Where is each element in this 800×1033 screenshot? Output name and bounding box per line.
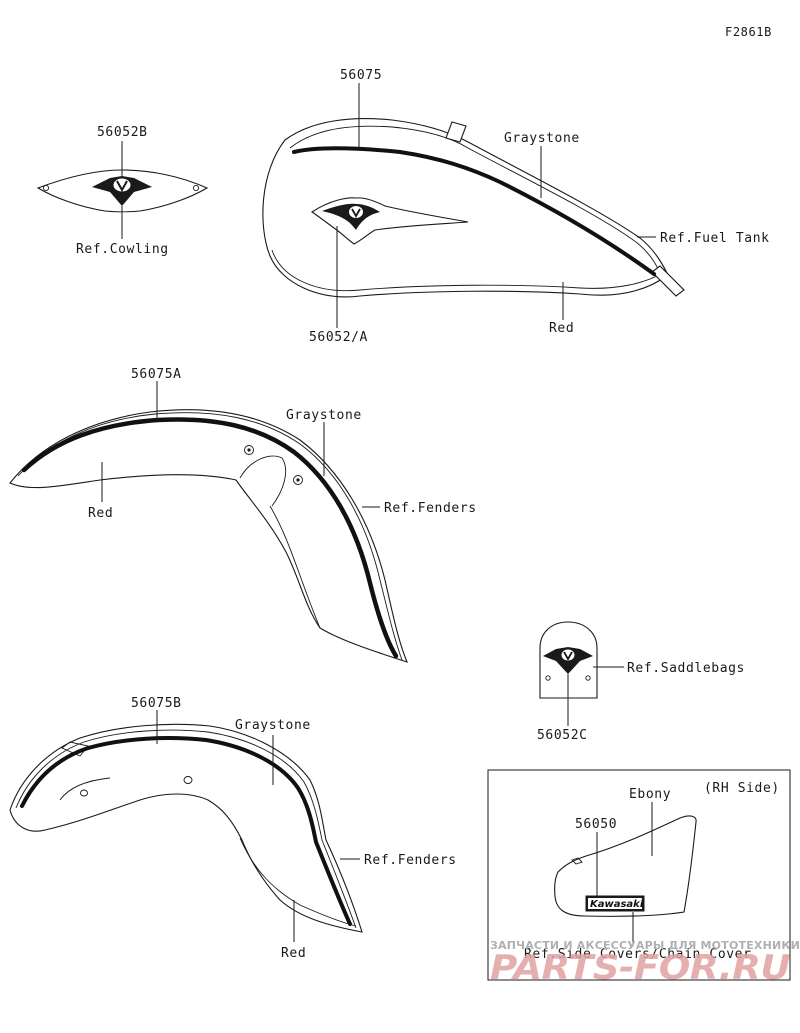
label-rh-side: (RH Side) [704, 781, 780, 796]
watermark-line2: PARTS-FOR.RU [490, 948, 790, 988]
label-ref-saddlebags: Ref.Saddlebags [627, 661, 745, 676]
front-fender-inner-curve [269, 505, 321, 629]
side-cover-outline [554, 815, 697, 917]
tank-rear-tab [651, 265, 685, 297]
label-ref-side-covers: Ref.Side Covers/Chain Cover [524, 947, 752, 962]
label-56075: 56075 [340, 68, 382, 83]
label-ebony: Ebony [629, 787, 671, 802]
rear-fender-outline [9, 723, 363, 933]
fuel-tank-group: 56075 Graystone Ref.Fuel Tank Red 56052/… [262, 68, 770, 345]
cowling-bolt-left [42, 184, 50, 192]
rear-fender-bolt-1 [80, 789, 88, 797]
rear-fender-stripe [20, 736, 352, 926]
fuel-tank-inner-line [289, 125, 661, 274]
label-red-rear: Red [281, 946, 306, 961]
saddlebag-v-emblem-icon [543, 647, 593, 674]
cowling-emblem-group: 56052B Ref.Cowling [36, 125, 209, 257]
kawasaki-badge-icon: Kawasaki [585, 895, 645, 912]
kawasaki-badge-text: Kawasaki [590, 899, 644, 910]
front-fender-bolt-2 [293, 475, 303, 485]
label-red-front: Red [88, 506, 113, 521]
front-fender-outline [9, 409, 408, 663]
label-graystone-rear: Graystone [235, 718, 311, 733]
watermark: ЗАПЧАСТИ И АКСЕССУАРЫ ДЛЯ МОТОТЕХНИКИ PA… [490, 939, 800, 988]
fuel-tank-lower-line [271, 249, 665, 292]
label-graystone-front: Graystone [286, 408, 362, 423]
label-56052b: 56052B [97, 125, 148, 140]
front-fender-top-edge [17, 412, 403, 661]
label-ref-cowling: Ref.Cowling [76, 242, 169, 257]
rear-fender-group: 56075B Graystone Ref.Fenders Red [9, 696, 457, 961]
label-56052a: 56052/A [309, 330, 368, 345]
front-fender-group: 56075A Graystone Ref.Fenders Red [9, 367, 477, 663]
v-emblem-icon [92, 176, 152, 206]
label-graystone-tank: Graystone [504, 131, 580, 146]
label-56075b: 56075B [131, 696, 182, 711]
saddlebag-emblem-group: Ref.Saddlebags 56052C [537, 621, 745, 743]
side-cover-inset: (RH Side) Kawasaki Ebony 56050 Ref.Side … [487, 769, 791, 981]
fuel-tank-outline [262, 118, 669, 298]
rear-fender-top-edge [15, 729, 357, 929]
label-56050: 56050 [575, 817, 617, 832]
label-red-tank: Red [549, 321, 574, 336]
label-ref-fenders-rear: Ref.Fenders [364, 853, 457, 868]
label-ref-fuel-tank: Ref.Fuel Tank [660, 231, 770, 246]
front-fender-stripe [21, 417, 399, 659]
front-fender-bolt-1 [244, 445, 254, 455]
rear-fender-inner-line [59, 777, 111, 801]
front-fender-mount-cutout [239, 455, 286, 507]
label-56052c: 56052C [537, 728, 588, 743]
fuel-cap-icon [445, 121, 467, 143]
cowling-bolt-right [192, 184, 200, 192]
watermark-line1: ЗАПЧАСТИ И АКСЕССУАРЫ ДЛЯ МОТОТЕХНИКИ [490, 939, 800, 952]
rear-fender-bolt-2 [183, 776, 193, 784]
tank-stripe [292, 146, 656, 276]
rear-fender-lower-line [239, 837, 357, 927]
label-ref-fenders-front: Ref.Fenders [384, 501, 477, 516]
label-56075a: 56075A [131, 367, 182, 382]
figure-code: F2861B [725, 25, 772, 39]
